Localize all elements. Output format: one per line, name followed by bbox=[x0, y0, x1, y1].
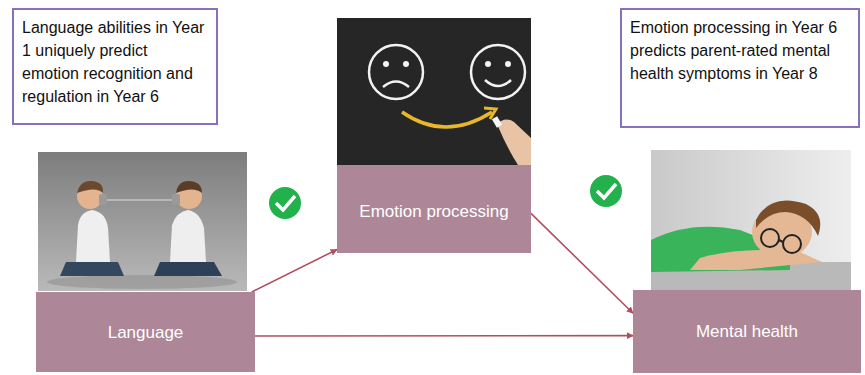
sleeping-boy-photo bbox=[783, 235, 801, 253]
chalkboard-photo bbox=[492, 116, 502, 128]
sleeping-boy-photo bbox=[779, 240, 783, 242]
box-label: Language bbox=[108, 322, 184, 343]
boys-photo bbox=[47, 275, 237, 289]
boys-photo bbox=[76, 210, 110, 262]
chalkboard-photo bbox=[337, 18, 531, 165]
construct-box: Mental health bbox=[633, 290, 861, 373]
boys-photo bbox=[38, 152, 247, 291]
chalkboard-photo bbox=[505, 61, 511, 67]
boys-photo bbox=[99, 194, 107, 205]
finding-callout: Emotion processing in Year 6 predicts pa… bbox=[620, 8, 860, 128]
boys-photo bbox=[77, 181, 103, 193]
sleeping-boy-photo bbox=[651, 150, 851, 293]
text-group: Mental health bbox=[696, 321, 798, 342]
chalkboard-photo bbox=[484, 108, 496, 119]
check-mark bbox=[597, 184, 616, 198]
boys-photo bbox=[100, 200, 178, 201]
chalkboard-photo bbox=[383, 61, 389, 67]
chalkboard-photo bbox=[402, 112, 492, 127]
chalkboard-photo bbox=[485, 80, 511, 86]
chalkboard-photo bbox=[403, 61, 409, 67]
chalkboard-photo bbox=[485, 61, 491, 67]
boys-photo bbox=[154, 262, 222, 276]
boys-photo bbox=[176, 181, 202, 193]
text-group: Language abilities in Year 1 uniquely pr… bbox=[22, 16, 208, 108]
sleeping-boy-photo bbox=[651, 150, 851, 293]
chalkboard-photo bbox=[383, 82, 409, 88]
text-group: Emotion processing in Year 6 predicts pa… bbox=[630, 16, 850, 85]
chalkboard-photo bbox=[471, 45, 525, 99]
boys-photo bbox=[170, 210, 206, 262]
construct-box: Language bbox=[36, 292, 255, 372]
boys-photo bbox=[60, 262, 124, 276]
box-label: Emotion processing bbox=[359, 201, 508, 222]
boys-photo bbox=[172, 194, 180, 205]
text-group: Language bbox=[108, 322, 184, 343]
sleeping-boy-photo bbox=[761, 229, 779, 247]
chalkboard-photo bbox=[337, 18, 531, 165]
arrow-connector bbox=[252, 249, 337, 292]
boys-photo bbox=[38, 152, 247, 291]
arrow-connector bbox=[255, 335, 633, 337]
callout-text: Language abilities in Year 1 uniquely pr… bbox=[22, 16, 208, 108]
check-mark bbox=[276, 196, 295, 210]
callout-text: Emotion processing in Year 6 predicts pa… bbox=[630, 16, 850, 85]
box-label: Mental health bbox=[696, 321, 798, 342]
arrow-connector bbox=[531, 213, 633, 313]
check-mark bbox=[590, 175, 622, 207]
construct-box: Emotion processing bbox=[337, 165, 531, 253]
chalkboard-photo bbox=[497, 119, 531, 165]
check-mark bbox=[269, 187, 301, 219]
check-mark bbox=[590, 175, 622, 207]
sleeping-boy-photo bbox=[690, 250, 822, 270]
chalkboard-photo bbox=[369, 45, 423, 99]
text-group: Emotion processing bbox=[359, 201, 508, 222]
finding-callout: Language abilities in Year 1 uniquely pr… bbox=[12, 8, 218, 125]
check-mark bbox=[269, 187, 301, 219]
